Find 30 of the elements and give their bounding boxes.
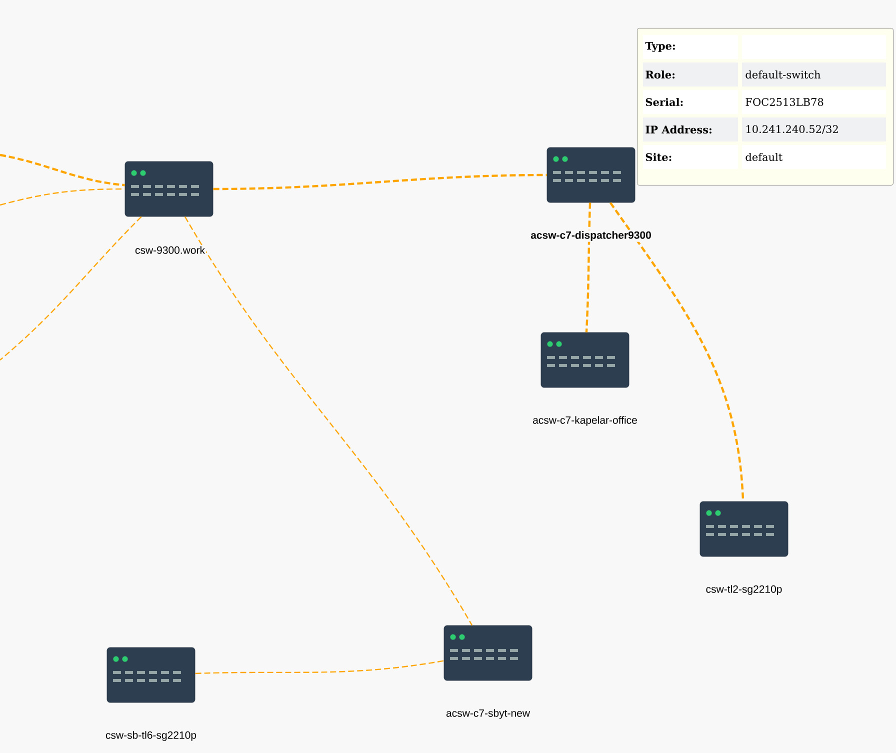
connector-line [213,174,547,190]
connector-line [609,202,744,502]
field-label: IP Address: [646,125,712,134]
hostname-label: acsw-c7-kapelar-office [532,415,638,427]
switch-icon [540,332,630,388]
field-label: Serial: [646,98,683,106]
hostname-label: csw-tl2-sg2210p [704,584,784,596]
field-label: Role: [646,70,674,79]
connector-line [184,216,473,626]
hostname-label: acsw-c7-sbyt-new [445,708,532,720]
hostname-label: acsw-c7-dispatcher9300 [530,230,652,242]
connector-line [0,188,125,206]
tooltip-panel [637,28,894,186]
switch-icon [546,147,636,203]
field-label: Site: [646,152,672,162]
field-value: default-switch [746,70,820,79]
field-value: 10.241.240.52/32 [746,125,838,134]
switch-icon [700,501,788,557]
field-value: default [746,152,783,162]
switch-icon [444,625,532,681]
switch-icon [124,161,214,217]
field-value: FOC2513LB78 [746,98,824,106]
connector-line [195,660,444,674]
field-label: Type: [645,42,675,52]
connector-line [0,216,142,360]
connector-line [585,202,592,332]
connector-line [0,154,125,186]
hostname-label: csw-sb-tl6-sg2210p [104,730,198,742]
hostname-label: csw-9300.work [134,245,206,255]
switch-icon [106,647,196,703]
